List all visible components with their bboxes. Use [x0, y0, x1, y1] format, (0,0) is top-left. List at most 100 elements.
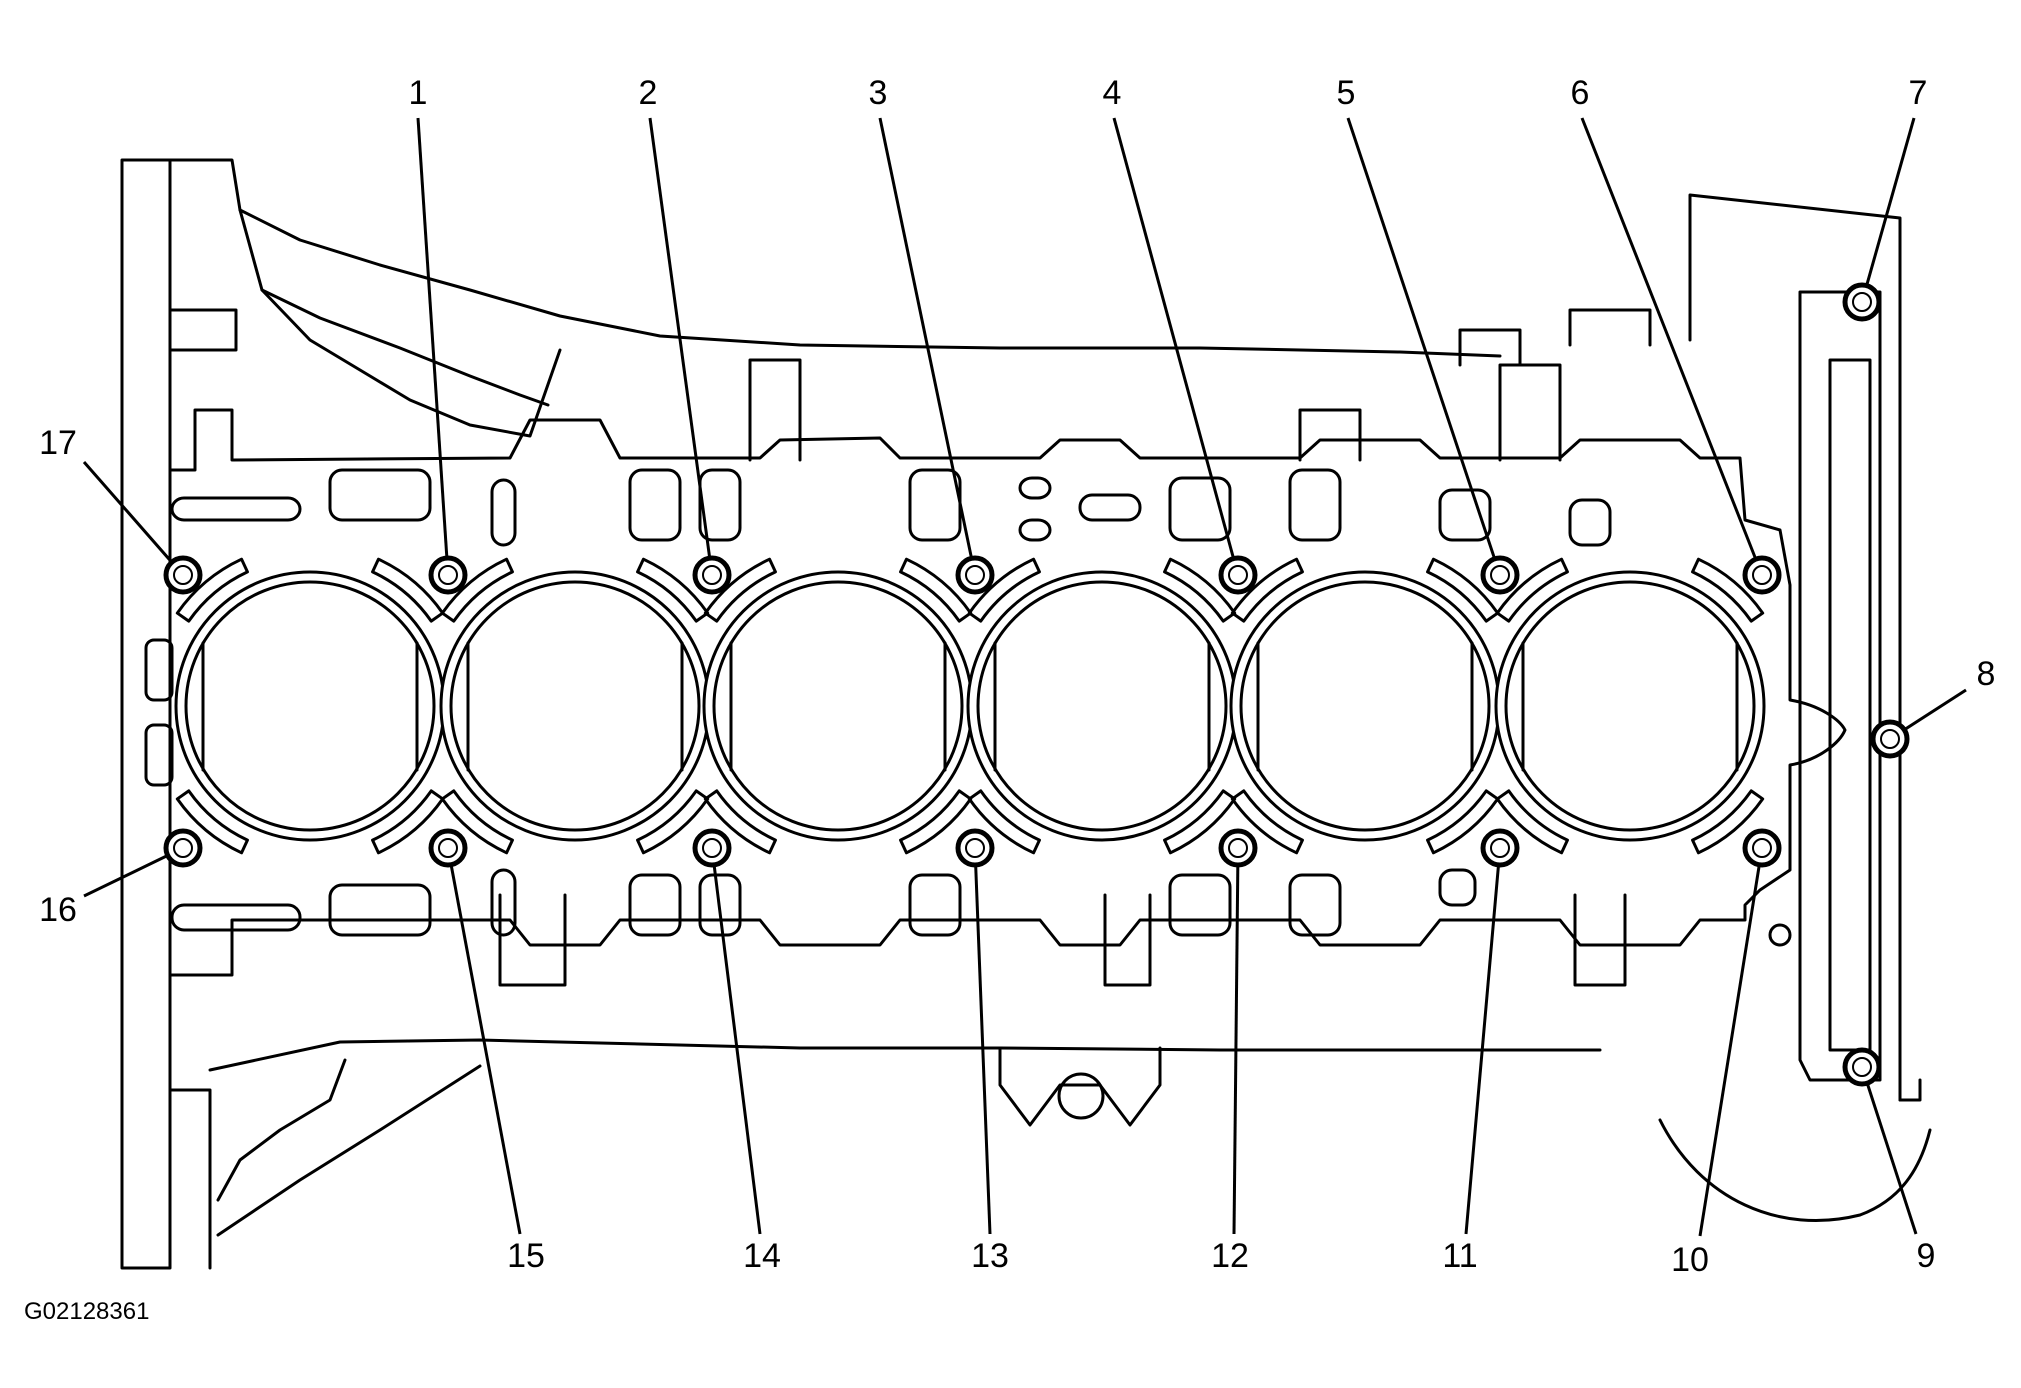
gasket-deck-outline [168, 408, 1847, 977]
upper-coolant-passage-11 [1288, 468, 1342, 542]
bolt-hole-14 [692, 828, 732, 868]
bolt-hole-17 [163, 555, 203, 595]
callout-label-14: 14 [743, 1237, 781, 1275]
callout-leader-1 [416, 117, 449, 558]
lower-coolant-passage-4 [628, 873, 682, 937]
callout-leader-7 [1865, 117, 1916, 286]
block-lower-left-rib [216, 1064, 482, 1237]
callout-leader-9 [1866, 1083, 1918, 1235]
callout-label-5: 5 [1337, 74, 1356, 112]
callout-label-7: 7 [1909, 74, 1928, 112]
bolt-hole-11-bore [1490, 838, 1510, 858]
upper-coolant-passage-7 [1018, 476, 1052, 500]
block-lower-left-pad [216, 1058, 347, 1202]
bolt-hole-6 [1742, 555, 1782, 595]
lower-coolant-passage-5 [698, 873, 742, 937]
lower-coolant-passage-6 [908, 873, 962, 937]
cylinder-bore-5-inner [1239, 580, 1491, 832]
bolt-hole-10 [1742, 828, 1782, 868]
bore-5-jacket-upper-left [1230, 557, 1304, 623]
bolt-hole-14-bore [702, 838, 722, 858]
upper-coolant-passage-2 [328, 468, 432, 522]
bolt-holes [163, 282, 1910, 1087]
bolt-hole-1 [428, 555, 468, 595]
cylinder-bore-5-outer [1229, 570, 1501, 842]
block-top-pad-3 [1498, 363, 1562, 462]
bore-6-jacket-upper-left [1495, 557, 1569, 623]
callout-leader-13 [974, 865, 992, 1235]
bolt-hole-3 [955, 555, 995, 595]
bolt-hole-15 [428, 828, 468, 868]
upper-coolant-passage-12 [1438, 488, 1492, 542]
bore-5-jacket-lower-left [1230, 789, 1304, 855]
bolt-hole-8 [1870, 719, 1910, 759]
callout-label-10: 10 [1671, 1241, 1709, 1279]
callout-leader-6 [1580, 117, 1757, 559]
upper-coolant-passage-6 [908, 468, 962, 542]
rear-pump-housing-arc [1658, 1118, 1932, 1223]
bolt-hole-17-bore [173, 565, 193, 585]
bolt-hole-13 [955, 828, 995, 868]
block-upper-left-casting [168, 158, 562, 438]
bolt-hole-15-bore [438, 838, 458, 858]
bolt-hole-4 [1218, 555, 1258, 595]
block-bottom-pad-1 [498, 893, 567, 987]
callout-leader-5 [1346, 117, 1496, 559]
callout-label-16: 16 [39, 891, 77, 929]
bolt-hole-16-bore [173, 838, 193, 858]
callout-label-15: 15 [507, 1237, 545, 1275]
bolt-hole-12-bore [1228, 838, 1248, 858]
cylinder-bore-4-outer [966, 570, 1238, 842]
bolt-hole-6-bore [1752, 565, 1772, 585]
bolt-hole-16 [163, 828, 203, 868]
right-end-rail-inner [1828, 358, 1872, 1052]
bore-1-jacket-lower-right [371, 789, 445, 855]
bore-6-jacket-lower-right [1691, 789, 1765, 855]
cylinder-bore-3-outer [702, 570, 974, 842]
bore-4-jacket-lower-right [1163, 789, 1237, 855]
callout-leader-8 [1904, 688, 1967, 731]
block-left-upper-step [168, 308, 238, 352]
callout-label-8: 8 [1977, 655, 1996, 693]
lower-coolant-passage-3 [490, 868, 517, 937]
block-left-lower-step [168, 1088, 212, 1270]
cylinder-bore-6-inner [1504, 580, 1756, 832]
bore-4-jacket-upper-left [967, 557, 1041, 623]
bolt-hole-12 [1218, 828, 1258, 868]
upper-coolant-passage-9 [1078, 493, 1142, 522]
block-top-edge [238, 208, 1502, 358]
block-bottom-lug-hole [1057, 1072, 1105, 1120]
right-end-rail-outer [1798, 290, 1882, 1082]
block-top-pad-2 [1298, 408, 1362, 462]
bolt-hole-5-bore [1490, 565, 1510, 585]
callout-label-1: 1 [409, 74, 428, 112]
bore-3-jacket-lower-right [899, 789, 973, 855]
bolt-hole-5 [1480, 555, 1520, 595]
right-end-rail-tab [1898, 1078, 1922, 1102]
callout-leader-2 [648, 117, 712, 558]
bolt-hole-1-bore [438, 565, 458, 585]
block-upper-left-rib [260, 288, 550, 407]
bolt-hole-2 [692, 555, 732, 595]
bore-4-jacket-lower-left [967, 789, 1041, 855]
cylinder-bore-1-outer [174, 570, 446, 842]
callout-leader-14 [712, 865, 762, 1235]
cylinder-bore-1-inner [184, 580, 436, 832]
block-bottom-pad-2 [1103, 893, 1152, 987]
callout-leader-16 [83, 854, 168, 898]
bolt-hole-4-bore [1228, 565, 1248, 585]
bolt-hole-13-bore [965, 838, 985, 858]
block-left-end-wall [120, 158, 172, 1270]
gasket-deck-surface [168, 408, 1847, 977]
callout-label-17: 17 [39, 424, 77, 462]
bolt-hole-9-bore [1852, 1057, 1872, 1077]
cylinder-bore-6-outer [1494, 570, 1766, 842]
bolt-hole-7-bore [1852, 292, 1872, 312]
bore-3-jacket-lower-left [703, 789, 777, 855]
upper-coolant-passage-4 [628, 468, 682, 542]
block-bottom-lug [998, 1046, 1162, 1127]
upper-coolant-passage-1 [170, 496, 302, 522]
callout-label-2: 2 [639, 74, 658, 112]
callout-label-12: 12 [1211, 1237, 1249, 1275]
